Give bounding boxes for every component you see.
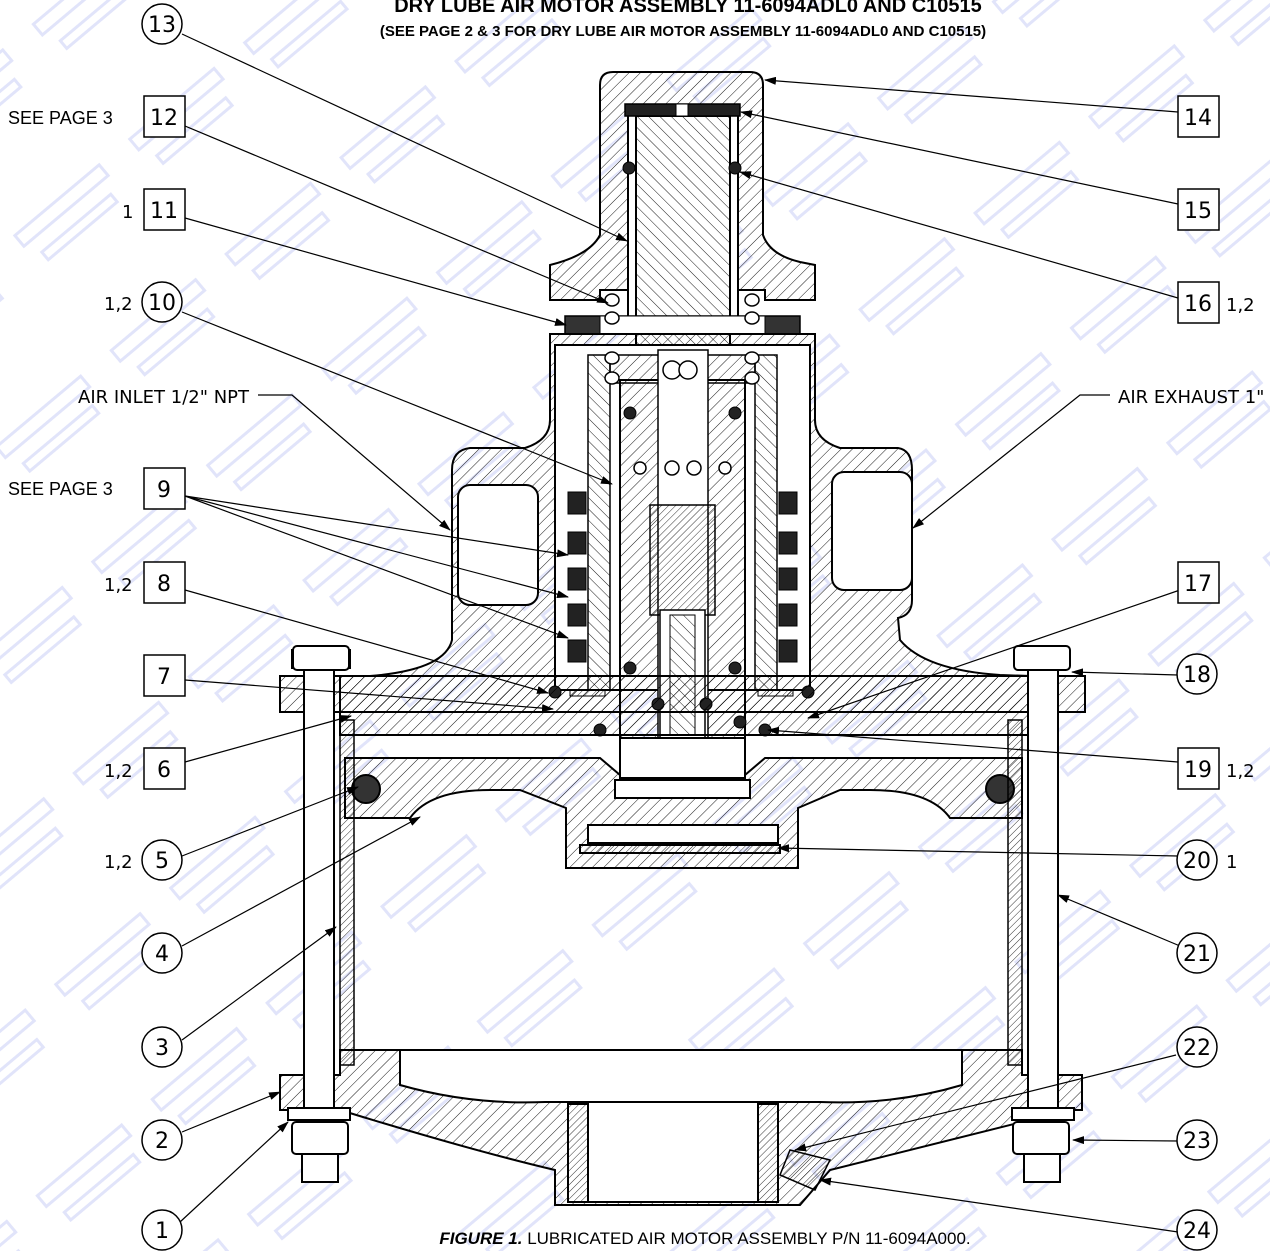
valve-sleeve-left [587, 354, 611, 691]
note-11: 1 [122, 202, 133, 223]
callout-6: 6 [157, 758, 171, 783]
callout-14: 14 [1184, 106, 1212, 131]
figure-caption: FIGURE 1. LUBRICATED AIR MOTOR ASSEMBLY … [439, 1229, 970, 1248]
cylinder-wall-left [339, 719, 355, 1066]
note-19: 1,2 [1226, 761, 1255, 782]
callout-12: 12 [150, 106, 178, 131]
piston [344, 737, 1023, 869]
note-16: 1,2 [1226, 295, 1255, 316]
air-inlet-label: AIR INLET 1/2" NPT [78, 387, 250, 408]
note-10: 1,2 [104, 294, 133, 315]
cylinder-wall-right [1007, 719, 1023, 1066]
callout-10: 10 [148, 291, 176, 316]
tie-rod-left [287, 645, 351, 1183]
spool-seals-right [778, 491, 798, 663]
figure-description: LUBRICATED AIR MOTOR ASSEMBLY P/N 11-609… [527, 1229, 970, 1248]
note-20: 1 [1226, 852, 1237, 873]
base-port [567, 1101, 779, 1203]
callout-16: 16 [1184, 292, 1212, 317]
note-see-page-3-mid: SEE PAGE 3 [8, 479, 113, 499]
drawing-title: DRY LUBE AIR MOTOR ASSEMBLY 11-6094ADL0 … [394, 0, 982, 17]
callout-11: 11 [150, 199, 178, 224]
callout-23: 23 [1183, 1129, 1211, 1154]
air-inlet-port [457, 484, 539, 606]
callout-19: 19 [1184, 758, 1212, 783]
note-see-page-3-top: SEE PAGE 3 [8, 108, 113, 128]
leader-lines [179, 33, 1181, 1233]
callout-17: 17 [1184, 572, 1212, 597]
callout-4: 4 [155, 942, 169, 967]
callout-9: 9 [157, 478, 171, 503]
callout-8: 8 [157, 572, 171, 597]
callout-7: 7 [157, 665, 171, 690]
callout-22: 22 [1183, 1036, 1211, 1061]
drawing-subtitle: (SEE PAGE 2 & 3 FOR DRY LUBE AIR MOTOR A… [380, 23, 986, 40]
callout-15: 15 [1184, 199, 1212, 224]
callout-13: 13 [148, 13, 176, 38]
callout-shapes [141, 3, 1220, 1251]
valve-sleeve-right [754, 354, 778, 691]
pilot-spring [649, 504, 716, 616]
note-6: 1,2 [104, 761, 133, 782]
callout-21: 21 [1183, 942, 1211, 967]
callout-24: 24 [1183, 1219, 1211, 1244]
note-5: 1,2 [104, 852, 133, 873]
base [279, 1049, 1083, 1206]
note-8: 1,2 [104, 575, 133, 596]
air-exhaust-label: AIR EXHAUST 1" NPT [1118, 387, 1270, 408]
piston-seal-left [351, 774, 381, 804]
callout-20: 20 [1183, 849, 1211, 874]
tie-rod-right [1011, 645, 1075, 1183]
callout-2: 2 [155, 1129, 169, 1154]
vent-plug [779, 1149, 832, 1191]
callout-18: 18 [1183, 663, 1211, 688]
callout-1: 1 [155, 1219, 169, 1244]
figure-number: FIGURE 1. [439, 1229, 522, 1248]
return-spring [604, 293, 760, 476]
air-exhaust-port [831, 471, 913, 591]
spool-seals-left [567, 491, 587, 663]
callout-5: 5 [155, 849, 169, 874]
callout-3: 3 [155, 1036, 169, 1061]
